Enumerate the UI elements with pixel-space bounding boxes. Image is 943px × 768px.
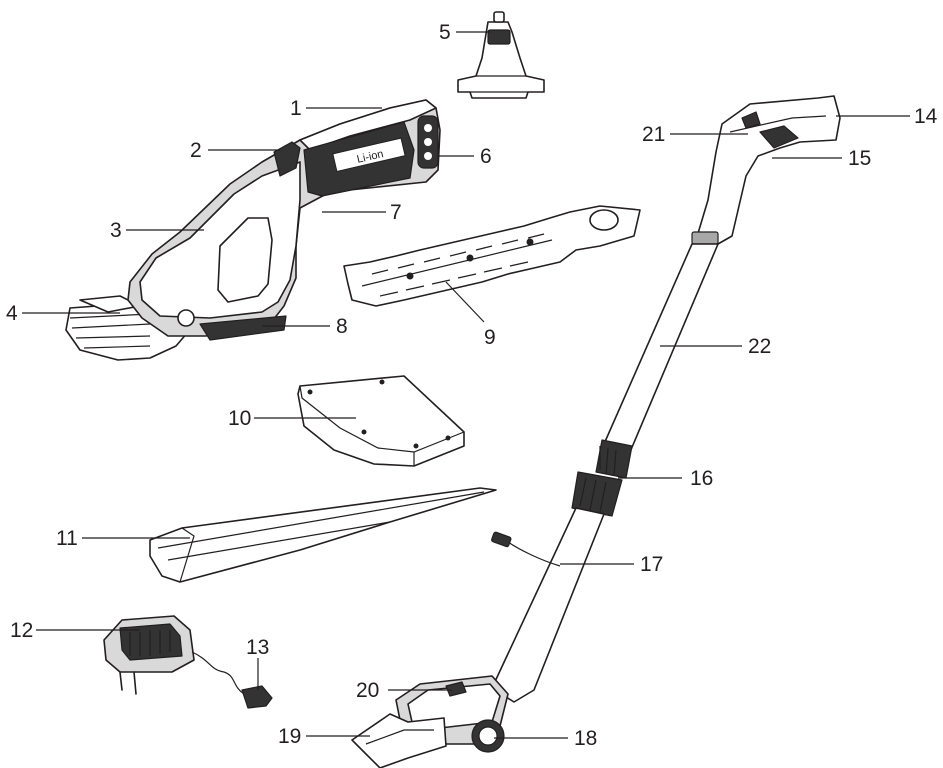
- callout-12: 12: [10, 619, 33, 642]
- callout-18: 18: [574, 727, 597, 750]
- part-12-charger: [103, 615, 245, 695]
- callout-5: 5: [439, 21, 451, 44]
- callout-13: 13: [246, 636, 269, 659]
- part-1-to-8-grass-shear-body: Li-ion: [65, 99, 441, 361]
- callout-11: 11: [56, 527, 78, 550]
- callout-labels: 1 2 3 4 5 6 7 8 9 10 11 12 13 14 15 16 1…: [6, 21, 938, 750]
- part-10-storage-plate: [297, 375, 465, 467]
- part-14-to-22-telescopic-handle: [351, 95, 841, 768]
- callout-21: 21: [642, 123, 665, 146]
- part-9-hedge-blade: [343, 205, 641, 307]
- part-5-battery-cover: [457, 11, 545, 99]
- callout-7: 7: [390, 201, 402, 224]
- brand-logo-text: Li-ion: [356, 148, 385, 166]
- part-11-blade-guard: [149, 487, 497, 583]
- callout-19: 19: [278, 725, 301, 748]
- callout-10: 10: [228, 407, 251, 430]
- callout-4: 4: [6, 302, 18, 325]
- callout-2: 2: [190, 139, 202, 162]
- callout-3: 3: [110, 219, 122, 242]
- callout-6: 6: [480, 145, 492, 168]
- callout-16: 16: [690, 467, 713, 490]
- leader-lines: [22, 31, 910, 739]
- callout-22: 22: [748, 335, 771, 358]
- callout-9: 9: [484, 326, 496, 349]
- callout-14: 14: [914, 105, 938, 128]
- leader-9: [445, 281, 485, 323]
- part-13-plug-connector: [241, 685, 273, 709]
- callout-8: 8: [336, 315, 348, 338]
- callout-17: 17: [640, 553, 663, 576]
- callout-20: 20: [356, 679, 379, 702]
- callout-1: 1: [290, 97, 302, 120]
- callout-15: 15: [848, 147, 871, 170]
